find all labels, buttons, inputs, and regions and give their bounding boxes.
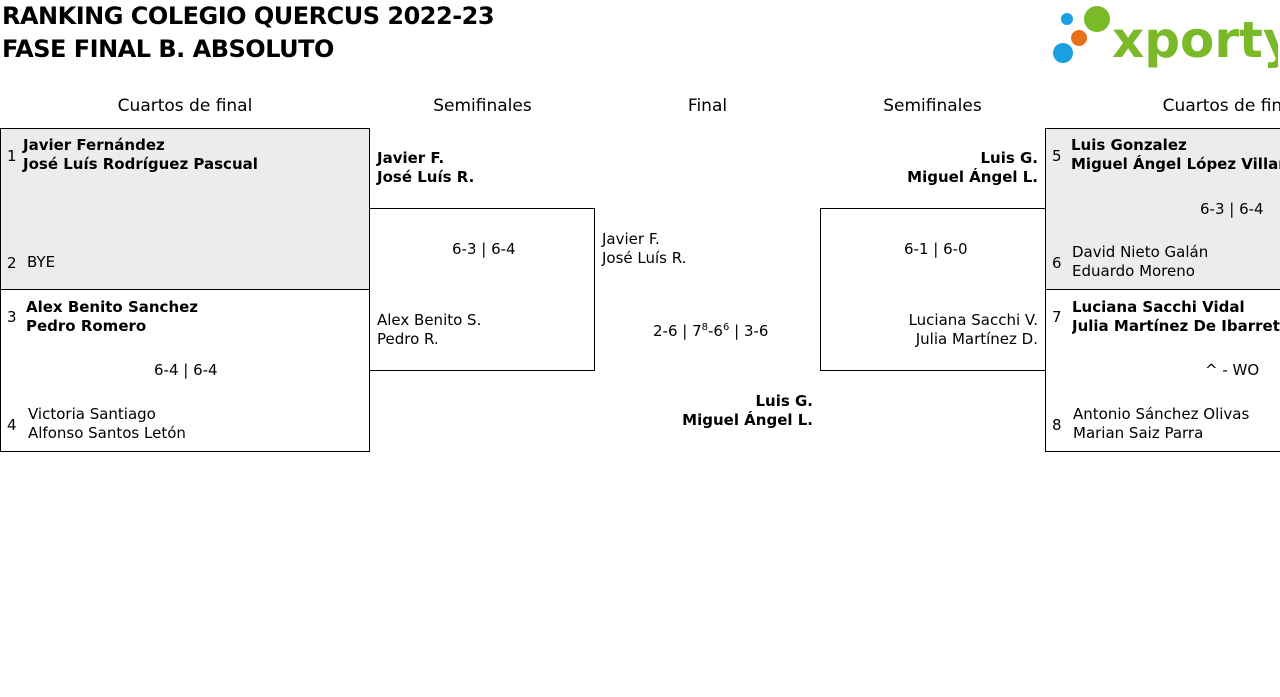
round-header-final: Final — [687, 96, 728, 116]
player-name: Eduardo Moreno — [1072, 262, 1195, 280]
logo-dot-green — [1084, 6, 1110, 32]
match-box-left-qf-1 — [0, 128, 370, 290]
player-name: Victoria Santiago — [28, 405, 156, 423]
player-name: Alex Benito Sanchez — [26, 298, 199, 316]
player-name: José Luís R. — [377, 168, 475, 186]
player-name: Antonio Sánchez Olivas — [1073, 405, 1250, 423]
player-name: Miguel Ángel L. — [682, 411, 813, 429]
player-name: José Luís R. — [602, 249, 687, 267]
score-part: -6 — [708, 322, 723, 340]
seed-number: 1 — [7, 147, 17, 165]
player-name: Pedro Romero — [26, 317, 147, 335]
match-score: 6-3 | 6-4 — [1200, 200, 1264, 218]
player-name: Luciana Sacchi V. — [908, 311, 1038, 329]
round-header-right-qf: Cuartos de final — [1162, 96, 1280, 116]
player-name: Alfonso Santos Letón — [28, 424, 186, 442]
xporty-logo: xporty — [1053, 6, 1278, 68]
player-name: Luis Gonzalez — [1071, 136, 1187, 154]
score-part: | 3-6 — [729, 322, 769, 340]
tiebreak-superscript: 8 — [701, 322, 709, 333]
seed-number: 4 — [7, 416, 17, 434]
round-header-left-qf: Cuartos de final — [117, 96, 253, 116]
tiebreak-superscript: 6 — [722, 322, 730, 333]
player-name: Luciana Sacchi Vidal — [1072, 298, 1245, 316]
player-name: BYE — [27, 253, 56, 271]
score-part: 2-6 | 7 — [653, 322, 702, 340]
seed-number: 6 — [1052, 254, 1062, 272]
match-box-left-sf — [369, 208, 595, 371]
final-score: 2-6 | 78-66 | 3-6 — [653, 322, 768, 340]
logo-dot-blue-small — [1061, 13, 1073, 25]
match-score: 6-1 | 6-0 — [904, 240, 968, 258]
logo-dot-blue — [1053, 43, 1073, 63]
seed-number: 7 — [1052, 308, 1062, 326]
match-score: 6-4 | 6-4 — [154, 361, 218, 379]
player-name: Pedro R. — [377, 330, 439, 348]
logo-dot-orange — [1071, 30, 1087, 46]
match-box-right-qf-2 — [1045, 289, 1280, 452]
seed-number: 3 — [7, 308, 17, 326]
player-name: Luis G. — [980, 149, 1038, 167]
page-subtitle: FASE FINAL B. ABSOLUTO — [2, 35, 334, 63]
player-name: Julia Martínez De Ibarreta Zorita — [1072, 317, 1280, 335]
seed-number: 8 — [1052, 416, 1062, 434]
player-name: José Luís Rodríguez Pascual — [23, 155, 258, 173]
player-name: Javier F. — [377, 149, 445, 167]
logo-text: xporty — [1112, 11, 1278, 68]
player-name: Luis G. — [755, 392, 813, 410]
player-name: Marian Saiz Parra — [1073, 424, 1204, 442]
player-name: Alex Benito S. — [377, 311, 482, 329]
match-score: 6-3 | 6-4 — [452, 240, 516, 258]
player-name: Javier Fernández — [23, 136, 165, 154]
match-score: ^ - WO — [1205, 361, 1260, 379]
player-name: David Nieto Galán — [1072, 243, 1209, 261]
round-header-left-sf: Semifinales — [433, 96, 532, 116]
seed-number: 2 — [7, 254, 17, 272]
player-name: Julia Martínez D. — [915, 330, 1038, 348]
seed-number: 5 — [1052, 147, 1062, 165]
player-name: Miguel Ángel López Villar — [1071, 155, 1280, 173]
page-title: RANKING COLEGIO QUERCUS 2022-23 — [2, 2, 495, 30]
round-header-right-sf: Semifinales — [883, 96, 982, 116]
player-name: Javier F. — [602, 230, 660, 248]
player-name: Miguel Ángel L. — [907, 168, 1038, 186]
